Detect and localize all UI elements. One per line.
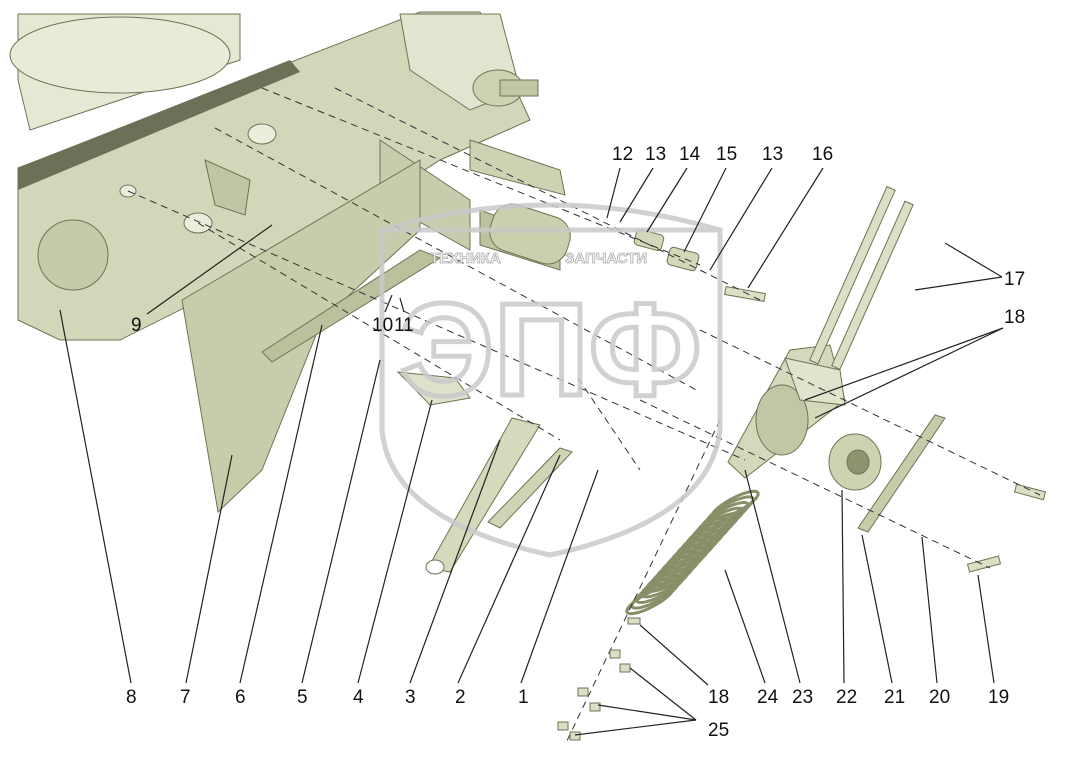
spring-coil <box>625 584 675 616</box>
callout-label-15: 15 <box>716 144 737 165</box>
leader-line-22 <box>841 489 845 684</box>
leader-line-17 <box>944 242 1003 278</box>
callout-label-13a: 13 <box>645 144 666 165</box>
callout-label-23: 23 <box>792 687 813 708</box>
watermark-big-text: ЭПФ <box>400 276 701 423</box>
assembly-axes <box>127 87 1041 746</box>
callout-label-5: 5 <box>297 687 308 708</box>
leader-line-25 <box>629 667 697 721</box>
leader-line-3 <box>409 439 501 684</box>
leader-line-23 <box>744 469 801 684</box>
callout-label-6: 6 <box>235 687 246 708</box>
watermark: ТЕХНИКА ЗАПЧАСТИ ЭПФ <box>379 202 723 558</box>
callout-label-7: 7 <box>180 687 191 708</box>
callout-label-12: 12 <box>612 144 633 165</box>
callout-label-16: 16 <box>812 144 833 165</box>
callout-label-2: 2 <box>455 687 466 708</box>
leader-line-4 <box>357 399 433 684</box>
leader-line-17 <box>914 276 1003 291</box>
strip-plate <box>261 249 442 363</box>
leader-line-12 <box>606 167 621 219</box>
long-bolt-17b <box>831 200 914 370</box>
callout-label-18b: 18 <box>708 687 729 708</box>
leader-line-19 <box>977 574 995 684</box>
callout-label-9: 9 <box>131 315 142 336</box>
bracket-4 <box>396 371 471 406</box>
callout-label-24: 24 <box>757 687 779 708</box>
long-bolt-17a <box>809 185 896 365</box>
leader-line-15 <box>683 167 727 253</box>
leader-line-8 <box>59 309 132 684</box>
callout-label-19: 19 <box>988 687 1009 708</box>
spring-coil <box>630 579 680 610</box>
spring-24 <box>625 489 760 616</box>
leader-line-6 <box>239 324 323 684</box>
callout-label-13b: 13 <box>762 144 783 165</box>
leader-line-16 <box>747 167 824 289</box>
callout-label-20: 20 <box>929 687 950 708</box>
leader-line-18a <box>814 327 1004 419</box>
callout-label-17: 17 <box>1004 269 1025 290</box>
callout-label-21: 21 <box>884 687 905 708</box>
leader-line-18b <box>639 624 709 686</box>
leader-line-10 <box>384 294 393 313</box>
bolt-right <box>1013 483 1047 501</box>
plate-21 <box>857 414 946 533</box>
leader-line-24 <box>724 569 766 684</box>
leader-line-5 <box>301 359 381 684</box>
leader-line-13a <box>619 167 654 223</box>
callout-label-10: 10 <box>372 315 393 336</box>
leader-line-21 <box>861 534 893 684</box>
leader-line-20 <box>921 536 938 684</box>
leader-line-25 <box>574 719 697 736</box>
leader-line-2 <box>457 454 561 684</box>
callout-label-14: 14 <box>679 144 701 165</box>
leader-line-11 <box>399 297 405 313</box>
callout-label-3: 3 <box>405 687 416 708</box>
leader-line-9 <box>146 224 273 315</box>
washers-25 <box>557 617 641 741</box>
leader-line-1 <box>520 469 599 684</box>
leader-line-14 <box>646 167 688 233</box>
shaft-15 <box>489 203 571 265</box>
watermark-brand-left: ТЕХНИКА <box>430 250 501 267</box>
callout-label-4: 4 <box>353 687 364 708</box>
callout-label-1: 1 <box>518 687 529 708</box>
leader-line-7 <box>185 454 233 684</box>
callout-label-18a: 18 <box>1004 307 1025 328</box>
callout-label-11: 11 <box>394 315 414 336</box>
leader-line-25 <box>597 704 697 721</box>
callout-label-25: 25 <box>708 720 729 741</box>
leader-line-13b <box>709 167 773 271</box>
watermark-brand-right: ЗАПЧАСТИ <box>565 250 647 267</box>
link-2 <box>487 447 573 529</box>
bolt-19 <box>966 555 1002 573</box>
callout-label-8: 8 <box>126 687 137 708</box>
watermark-shield <box>379 227 723 558</box>
callout-label-22: 22 <box>836 687 857 708</box>
leader-line-18a <box>804 327 1004 401</box>
